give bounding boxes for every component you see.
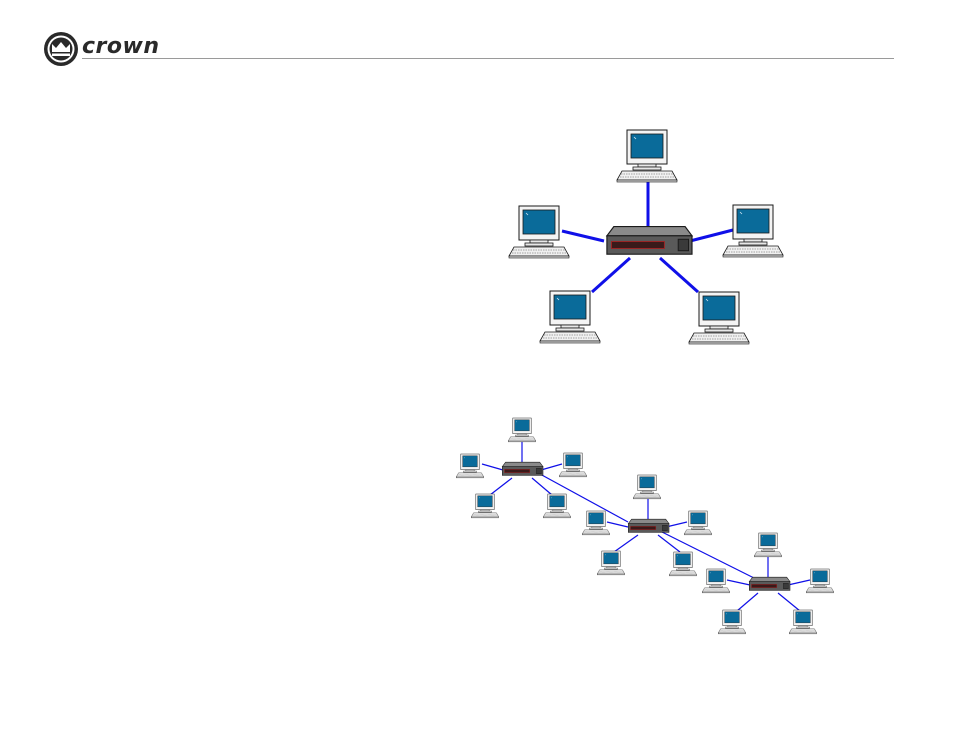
computer-icon (684, 511, 712, 535)
network-link (592, 258, 630, 292)
network-hub (749, 577, 790, 590)
computer-icon (718, 610, 746, 634)
network-link (482, 464, 503, 470)
network-hub (607, 227, 692, 255)
computer-icon (806, 569, 834, 593)
cascaded-network-diagram (456, 418, 834, 634)
computer-icon (689, 292, 749, 344)
computer-icon (508, 418, 536, 442)
network-link (607, 522, 628, 527)
network-link (490, 478, 512, 495)
network-link (788, 580, 810, 585)
network-link (727, 580, 750, 585)
network-link (532, 478, 552, 495)
computer-icon (456, 454, 484, 478)
computer-icon (509, 206, 569, 258)
computer-icon (597, 551, 625, 575)
network-link (737, 593, 758, 611)
computer-icon (789, 610, 817, 634)
network-link (658, 535, 680, 552)
computer-icon (582, 511, 610, 535)
computer-icon (754, 533, 782, 557)
star-network-diagram (509, 130, 783, 344)
computer-icon (617, 130, 677, 182)
computer-icon (633, 475, 661, 499)
network-link (614, 535, 638, 552)
computer-icon (471, 494, 499, 518)
network-hub (628, 519, 669, 532)
computer-icon (559, 453, 587, 477)
network-link (690, 230, 733, 241)
computer-icon (669, 552, 697, 576)
network-link (562, 231, 604, 241)
computer-icon (540, 291, 600, 343)
network-link (541, 464, 562, 470)
computer-icon (702, 569, 730, 593)
network-link (778, 593, 800, 611)
network-link (660, 258, 698, 292)
computer-icon (543, 494, 571, 518)
network-hub (502, 462, 543, 475)
